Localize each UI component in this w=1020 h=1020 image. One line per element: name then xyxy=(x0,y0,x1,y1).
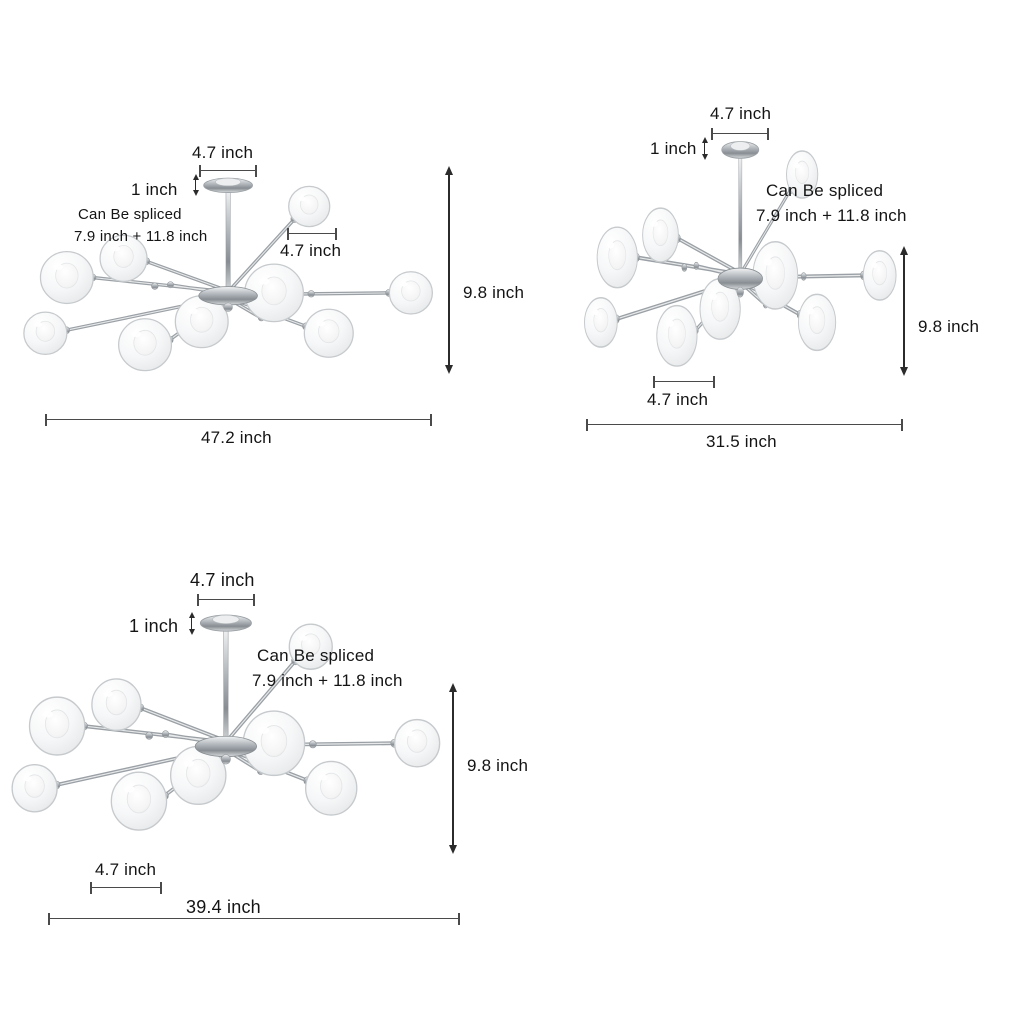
globe-diameter-label: 4.7 inch xyxy=(95,860,157,879)
canopy-width-label: 4.7 inch xyxy=(710,104,772,123)
fixture-height-label: 9.8 inch xyxy=(918,317,980,336)
fixture-width-label: 47.2 inch xyxy=(201,428,272,447)
fixture-width-dimension-line xyxy=(586,419,903,431)
splice-note-line1: Can Be spliced xyxy=(766,181,884,200)
splice-note-line2: 7.9 inch + 11.8 inch xyxy=(252,671,403,690)
globe-diameter-dimension-line xyxy=(90,882,162,894)
splice-note-line1: Can Be spliced xyxy=(257,646,375,665)
canopy-width-label: 4.7 inch xyxy=(190,570,255,590)
canopy-width-label: 4.7 inch xyxy=(192,143,254,162)
fixture-height-arrow xyxy=(448,174,450,366)
canopy-height-arrow xyxy=(195,179,197,191)
globe-diameter-dimension-line xyxy=(653,376,715,388)
globe-diameter-label: 4.7 inch xyxy=(280,241,342,260)
canopy-height-label: 1 inch xyxy=(129,616,179,636)
fixture-height-arrow xyxy=(452,691,454,846)
canopy-height-label: 1 inch xyxy=(650,139,697,158)
splice-note-line1: Can Be spliced xyxy=(78,206,182,223)
splice-note-line2: 7.9 inch + 11.8 inch xyxy=(756,206,907,225)
chandelier-illustration xyxy=(10,613,442,832)
canopy-height-label: 1 inch xyxy=(131,180,178,199)
fixture-width-label: 39.4 inch xyxy=(186,897,261,917)
fixture-height-label: 9.8 inch xyxy=(467,756,529,775)
fixture-height-label: 9.8 inch xyxy=(463,283,525,302)
canopy-height-arrow xyxy=(191,617,193,630)
canopy-height-arrow xyxy=(704,142,706,155)
canopy-width-dimension-line xyxy=(199,165,257,177)
canopy-width-dimension-line xyxy=(711,128,769,140)
fixture-height-arrow xyxy=(903,254,905,368)
fixture-width-dimension-line xyxy=(45,414,432,426)
fixture-width-dimension-line xyxy=(48,913,460,925)
globe-diameter-dimension-line xyxy=(287,228,337,240)
splice-note-line2: 7.9 inch + 11.8 inch xyxy=(74,228,208,245)
fixture-width-label: 31.5 inch xyxy=(706,432,777,451)
globe-diameter-label: 4.7 inch xyxy=(647,390,709,409)
canopy-width-dimension-line xyxy=(197,594,255,606)
